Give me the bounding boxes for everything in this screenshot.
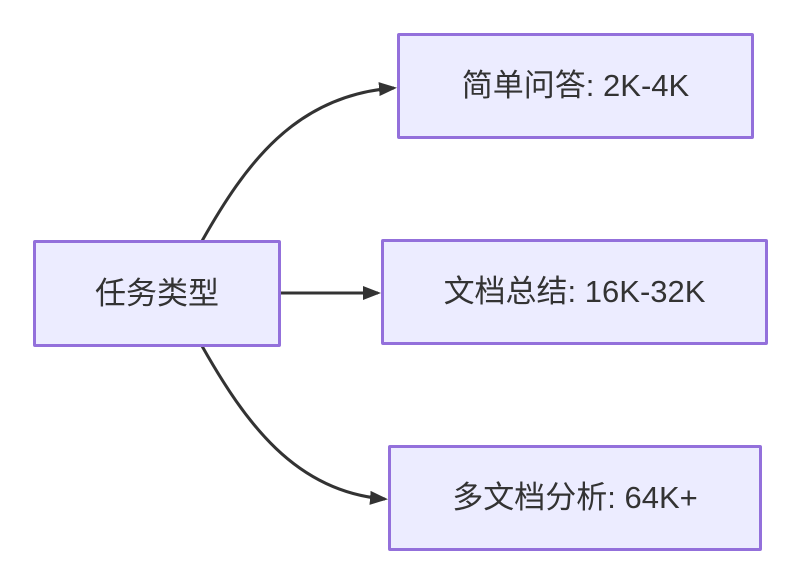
edge-task-type-to-multi-doc [200, 345, 388, 505]
node-simple-qa: 简单问答: 2K-4K [397, 33, 754, 139]
node-doc-summary-label: 文档总结: 16K-32K [443, 274, 706, 310]
node-task-type: 任务类型 [33, 240, 281, 347]
node-multi-doc-label: 多文档分析: 64K+ [452, 480, 698, 516]
node-multi-doc: 多文档分析: 64K+ [388, 445, 762, 551]
node-doc-summary: 文档总结: 16K-32K [381, 239, 768, 345]
node-task-type-label: 任务类型 [95, 275, 219, 311]
edge-task-type-to-simple-qa [200, 82, 397, 242]
node-simple-qa-label: 简单问答: 2K-4K [461, 68, 690, 104]
